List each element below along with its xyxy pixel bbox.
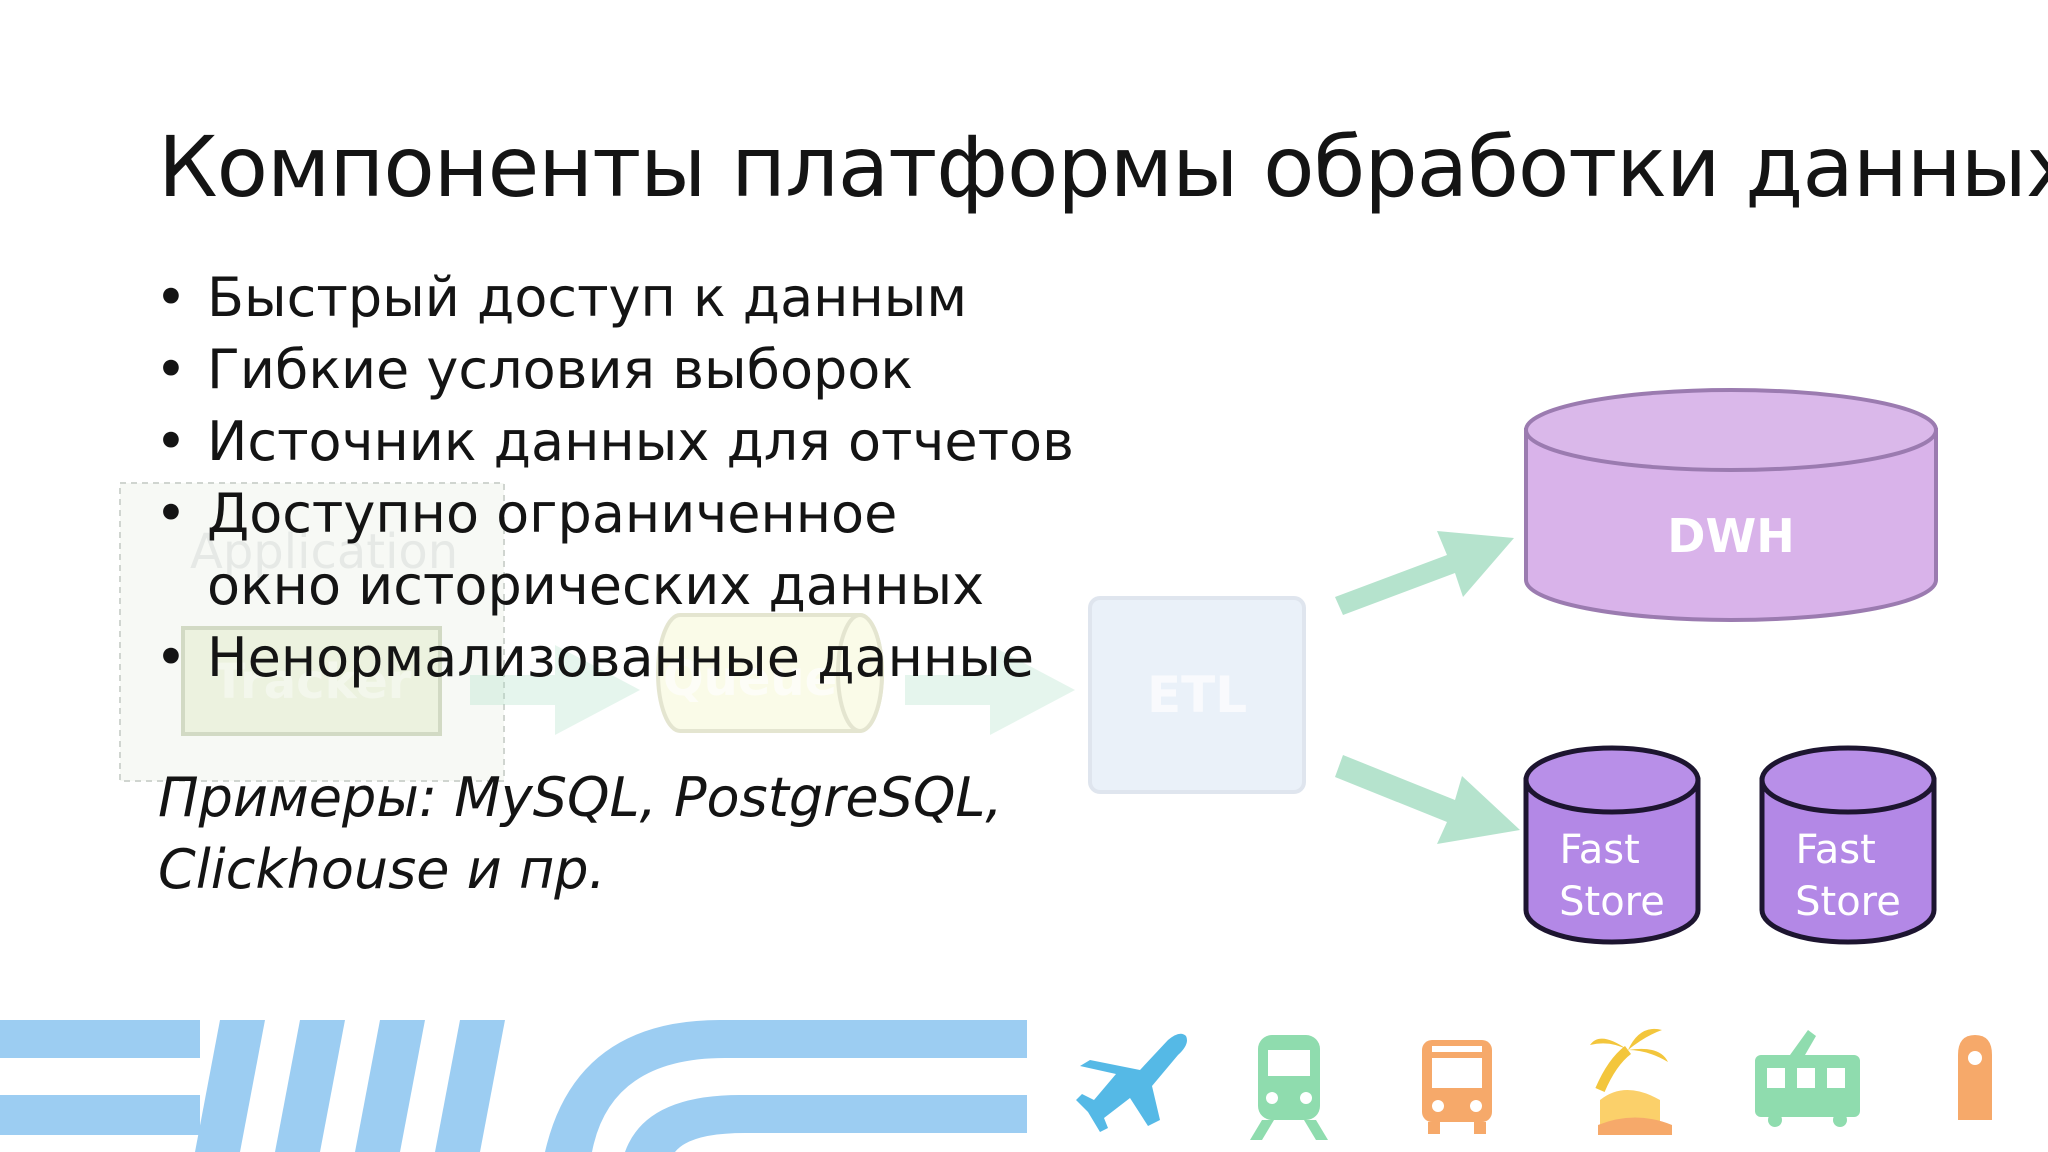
fast-store-2: Fast Store — [1759, 745, 1937, 945]
footer-stripes-logo — [0, 1020, 1027, 1152]
tram-icon — [1755, 1030, 1860, 1127]
bullet-item: Быстрый доступ к данным — [155, 262, 1155, 334]
palm-beach-icon — [1590, 1028, 1672, 1135]
arrow-etl-dwh — [1335, 531, 1514, 615]
etl-label: ETL — [1147, 666, 1247, 724]
fast-store-1-line1: Fast — [1559, 827, 1639, 873]
dwh-label: DWH — [1667, 509, 1794, 563]
fast-store-1-line2: Store — [1559, 879, 1665, 925]
bus-icon — [1422, 1040, 1492, 1134]
fast-store-2-line2: Store — [1795, 879, 1901, 925]
train-icon — [1250, 1035, 1328, 1140]
bullet-item: Ненормализованные данные — [155, 622, 1155, 694]
fast-store-1: Fast Store — [1523, 745, 1701, 945]
dwh-node: DWH — [1524, 388, 1938, 622]
fast-store-1-label: Fast Store — [1559, 827, 1665, 925]
bullet-item: Источник данных для отчетов — [155, 406, 1155, 478]
bullet-item: Гибкие условия выборок — [155, 334, 1155, 406]
door-hanger-icon — [1958, 1035, 1992, 1120]
arrow-etl-fast-store — [1335, 755, 1520, 844]
slide-title: Компоненты платформы обработки данных — [158, 118, 2048, 216]
fast-store-2-line1: Fast — [1795, 827, 1875, 873]
bullet-list: Быстрый доступ к данным Гибкие условия в… — [155, 262, 1155, 694]
fast-store-2-label: Fast Store — [1795, 827, 1901, 925]
examples-text: Примеры: MySQL, PostgreSQL, Clickhouse и… — [158, 766, 1003, 901]
airplane-icon — [1076, 1033, 1187, 1132]
bullet-item: Доступно ограниченное окно исторических … — [155, 478, 987, 622]
